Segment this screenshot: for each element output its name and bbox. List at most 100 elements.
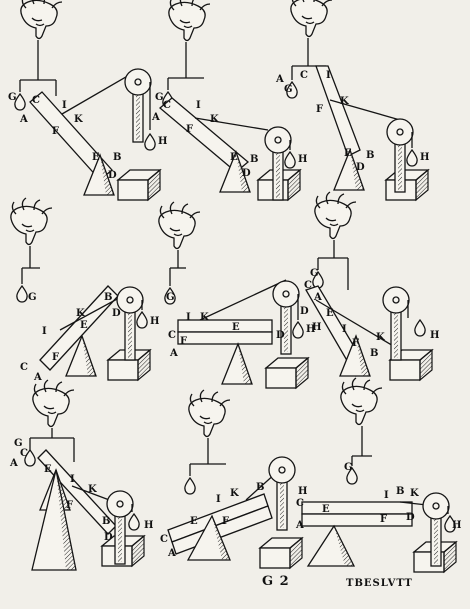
label-E: E bbox=[92, 152, 100, 163]
label-H: H bbox=[420, 152, 429, 163]
label-I: I bbox=[62, 100, 67, 111]
label-D: D bbox=[276, 330, 285, 341]
label-E: E bbox=[322, 504, 330, 515]
label-H2: H bbox=[430, 330, 439, 341]
label-C: C bbox=[304, 280, 312, 291]
label-H: H bbox=[312, 322, 321, 333]
label-H: H bbox=[150, 316, 159, 327]
label-H2: H bbox=[452, 520, 461, 531]
label-G: G bbox=[155, 92, 164, 103]
label-F: F bbox=[222, 516, 229, 527]
label-C: C bbox=[20, 362, 28, 373]
label-C: C bbox=[300, 70, 308, 81]
panel-5: G I K C F E A D H bbox=[158, 201, 315, 389]
label-I: I bbox=[42, 326, 47, 337]
label-C: C bbox=[163, 100, 171, 111]
label-D: D bbox=[406, 512, 415, 523]
label-A: A bbox=[33, 372, 42, 383]
label-D: D bbox=[108, 170, 117, 181]
label-E: E bbox=[230, 152, 238, 163]
label-K: K bbox=[340, 96, 349, 107]
signature-mark: G 2 bbox=[262, 574, 290, 589]
label-H: H bbox=[298, 486, 307, 497]
label-G: G bbox=[28, 292, 37, 303]
label-A: A bbox=[151, 112, 160, 123]
label-F: F bbox=[180, 336, 187, 347]
label-G: G bbox=[310, 268, 319, 279]
label-F: F bbox=[66, 500, 73, 511]
label-A: A bbox=[9, 458, 18, 469]
panel-2: G C A I F K E B D H bbox=[151, 0, 307, 201]
label-H: H bbox=[306, 324, 315, 335]
label-C: C bbox=[32, 95, 40, 106]
panel-7: G C A E I K F B D H bbox=[9, 379, 153, 571]
label-A: A bbox=[295, 520, 304, 531]
label-G: G bbox=[284, 84, 293, 95]
label-K: K bbox=[88, 484, 97, 495]
label-C: C bbox=[20, 448, 28, 459]
label-H: H bbox=[144, 520, 153, 531]
label-H: H bbox=[298, 154, 307, 165]
label-B: B bbox=[104, 292, 112, 303]
label-G: G bbox=[166, 292, 175, 303]
label-E: E bbox=[232, 322, 240, 333]
label-F: F bbox=[380, 514, 387, 525]
panel-6: G C A D H E I F B K H bbox=[300, 191, 439, 381]
label-A: A bbox=[169, 348, 178, 359]
label-B: B bbox=[370, 348, 378, 359]
label-F: F bbox=[52, 352, 59, 363]
label-C: C bbox=[296, 498, 304, 509]
label-C: C bbox=[160, 534, 168, 545]
panel-9: G H C A I B K E F D H bbox=[295, 377, 461, 573]
label-F: F bbox=[186, 124, 193, 135]
label-G: G bbox=[14, 438, 23, 449]
label-F: F bbox=[52, 126, 59, 137]
label-D: D bbox=[300, 306, 309, 317]
label-E: E bbox=[80, 320, 88, 331]
label-A: A bbox=[313, 292, 322, 303]
catchword: TBESLVTT bbox=[346, 578, 413, 589]
label-B: B bbox=[256, 482, 264, 493]
panel-4: G K B E D H I F C A bbox=[10, 197, 159, 383]
label-B: B bbox=[250, 154, 258, 165]
label-A: A bbox=[167, 548, 176, 559]
label-D: D bbox=[104, 532, 113, 543]
label-B: B bbox=[396, 486, 404, 497]
label-B: B bbox=[366, 150, 374, 161]
label-I: I bbox=[196, 100, 201, 111]
label-F: F bbox=[316, 104, 323, 115]
label-D: D bbox=[242, 168, 251, 179]
label-K: K bbox=[210, 114, 219, 125]
label-E: E bbox=[44, 464, 52, 475]
label-E: E bbox=[344, 148, 352, 159]
label-E: E bbox=[326, 308, 334, 319]
label-F: F bbox=[352, 338, 359, 349]
panel-1: G C A I F K E B D H bbox=[8, 0, 167, 201]
panel-8: I K B E F C A bbox=[160, 389, 303, 569]
label-C: C bbox=[168, 330, 176, 341]
label-A: A bbox=[19, 114, 28, 125]
panel-3: A C G I F K E B D H bbox=[275, 0, 429, 201]
label-G: G bbox=[8, 92, 17, 103]
label-I: I bbox=[326, 70, 331, 81]
label-D: D bbox=[112, 308, 121, 319]
label-I: I bbox=[70, 474, 75, 485]
label-H: H bbox=[158, 136, 167, 147]
label-I: I bbox=[384, 490, 389, 501]
label-D: D bbox=[356, 162, 365, 173]
label-K: K bbox=[410, 488, 419, 499]
label-K: K bbox=[230, 488, 239, 499]
label-A: A bbox=[275, 74, 284, 85]
label-I: I bbox=[186, 312, 191, 323]
label-B: B bbox=[102, 516, 110, 527]
label-B: B bbox=[113, 152, 121, 163]
label-K: K bbox=[376, 332, 385, 343]
label-E: E bbox=[190, 516, 198, 527]
label-K: K bbox=[74, 114, 83, 125]
label-K: K bbox=[200, 312, 209, 323]
label-I: I bbox=[216, 494, 221, 505]
label-G: G bbox=[344, 462, 353, 473]
label-I: I bbox=[342, 324, 347, 335]
